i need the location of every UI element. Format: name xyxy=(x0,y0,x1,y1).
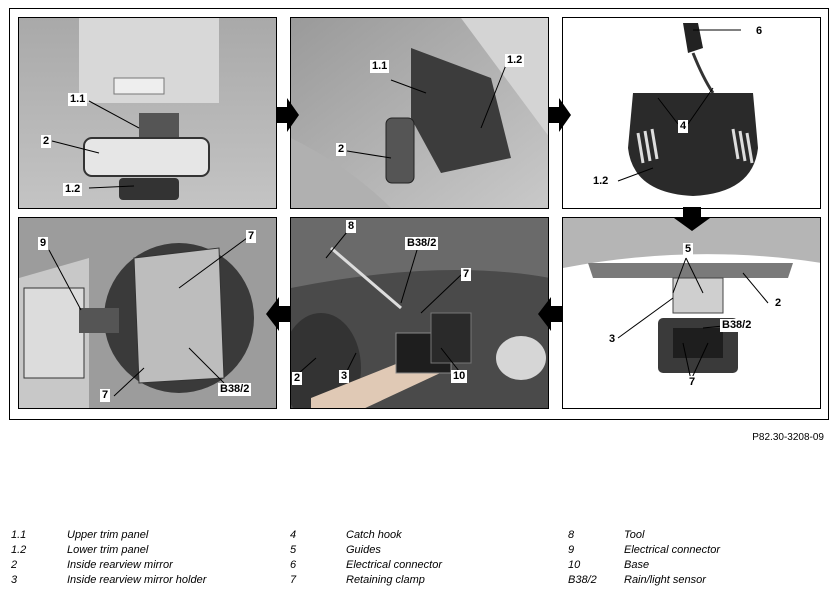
legend-key: B38/2 xyxy=(568,574,597,586)
arrow-right-icon xyxy=(548,98,571,132)
legend-label: Guides xyxy=(346,544,381,556)
callout-panel4-3: 7 xyxy=(100,389,111,402)
callout-panel2-2: 1.2 xyxy=(505,54,525,67)
callout-panel4-4: B38/2 xyxy=(218,383,252,396)
legend-item: 4 Catch hook xyxy=(290,528,550,543)
callout-panel1-2: 2 xyxy=(41,135,52,148)
legend-item: 10 Base xyxy=(568,558,828,573)
callout-panel1-1: 1.1 xyxy=(68,93,88,106)
legend-key: 1.2 xyxy=(11,544,27,556)
callout-panel4-2: 7 xyxy=(246,230,257,243)
legend-item: 2 Inside rearview mirror xyxy=(11,558,271,573)
callout-panel1-3: 1.2 xyxy=(63,183,83,196)
legend-item: 1.2 Lower trim panel xyxy=(11,543,271,558)
legend-item: 7 Retaining clamp xyxy=(290,573,550,588)
callout-panel6-3: 3 xyxy=(607,333,618,346)
photo-panel-1 xyxy=(18,17,277,209)
legend-item: 3 Inside rearview mirror holder xyxy=(11,573,271,588)
photo-panel-2 xyxy=(290,17,549,209)
legend-key: 4 xyxy=(290,529,297,541)
legend-label: Base xyxy=(624,559,650,571)
callout-panel5-6: 10 xyxy=(451,370,468,383)
legend-item: 5 Guides xyxy=(290,543,550,558)
legend-column-3: 8 Tool 9 Electrical connector 10 Base B38/2… xyxy=(568,528,828,588)
legend-label: Inside rearview mirror holder xyxy=(67,574,207,586)
legend-label: Electrical connector xyxy=(624,544,720,556)
legend-key: 3 xyxy=(11,574,18,586)
legend-item: 1.1 Upper trim panel xyxy=(11,528,271,543)
legend-key: 7 xyxy=(290,574,297,586)
photo-sensor-connector xyxy=(19,218,276,408)
legend-label: Lower trim panel xyxy=(67,544,149,556)
callout-panel5-5: 3 xyxy=(339,370,350,383)
callout-panel2-3: 2 xyxy=(336,143,347,156)
callout-panel6-5: 7 xyxy=(687,376,698,389)
legend-key: 9 xyxy=(568,544,575,556)
legend-label: Tool xyxy=(624,529,645,541)
callout-panel5-2: B38/2 xyxy=(405,237,439,250)
callout-panel3-2: 4 xyxy=(678,120,689,133)
callout-panel6-4: B38/2 xyxy=(720,319,754,332)
legend-item: 8 Tool xyxy=(568,528,828,543)
legend-label: Electrical connector xyxy=(346,559,442,571)
callout-panel6-1: 5 xyxy=(683,243,694,256)
legend-key: 1.1 xyxy=(11,529,27,541)
document-reference: P82.30-3208-09 xyxy=(752,432,824,443)
arrow-right-icon xyxy=(276,98,299,132)
legend-label: Rain/light sensor xyxy=(624,574,706,586)
arrow-left-icon xyxy=(538,297,562,331)
legend-label: Catch hook xyxy=(346,529,402,541)
legend-label: Inside rearview mirror xyxy=(67,559,173,571)
callout-panel3-1: 6 xyxy=(754,25,765,38)
callout-panel6-2: 2 xyxy=(773,297,784,310)
callout-panel4-1: 9 xyxy=(38,237,49,250)
callout-panel2-1: 1.1 xyxy=(370,60,390,73)
legend-key: 10 xyxy=(568,559,581,571)
callout-panel5-1: 8 xyxy=(346,220,357,233)
legend-column-2: 4 Catch hook 5 Guides 6 Electrical connecto… xyxy=(290,528,550,588)
legend-label: Upper trim panel xyxy=(67,529,149,541)
legend-key: 5 xyxy=(290,544,297,556)
legend-item: 9 Electrical connector xyxy=(568,543,828,558)
photo-mirror-installed xyxy=(19,18,276,208)
legend-item: 6 Electrical connector xyxy=(290,558,550,573)
photo-mirror-side xyxy=(291,18,548,208)
legend-item: B38/2 Rain/light sensor xyxy=(568,573,828,588)
callout-panel5-3: 7 xyxy=(461,268,472,281)
legend-key: 6 xyxy=(290,559,297,571)
callout-panel5-4: 2 xyxy=(292,372,303,385)
photo-panel-4 xyxy=(18,217,277,409)
legend-key: 2 xyxy=(11,559,18,571)
arrow-left-icon xyxy=(266,297,290,331)
arrow-down-icon xyxy=(674,207,710,231)
legend-key: 8 xyxy=(568,529,575,541)
legend-label: Retaining clamp xyxy=(346,574,425,586)
callout-panel3-3: 1.2 xyxy=(591,175,611,188)
